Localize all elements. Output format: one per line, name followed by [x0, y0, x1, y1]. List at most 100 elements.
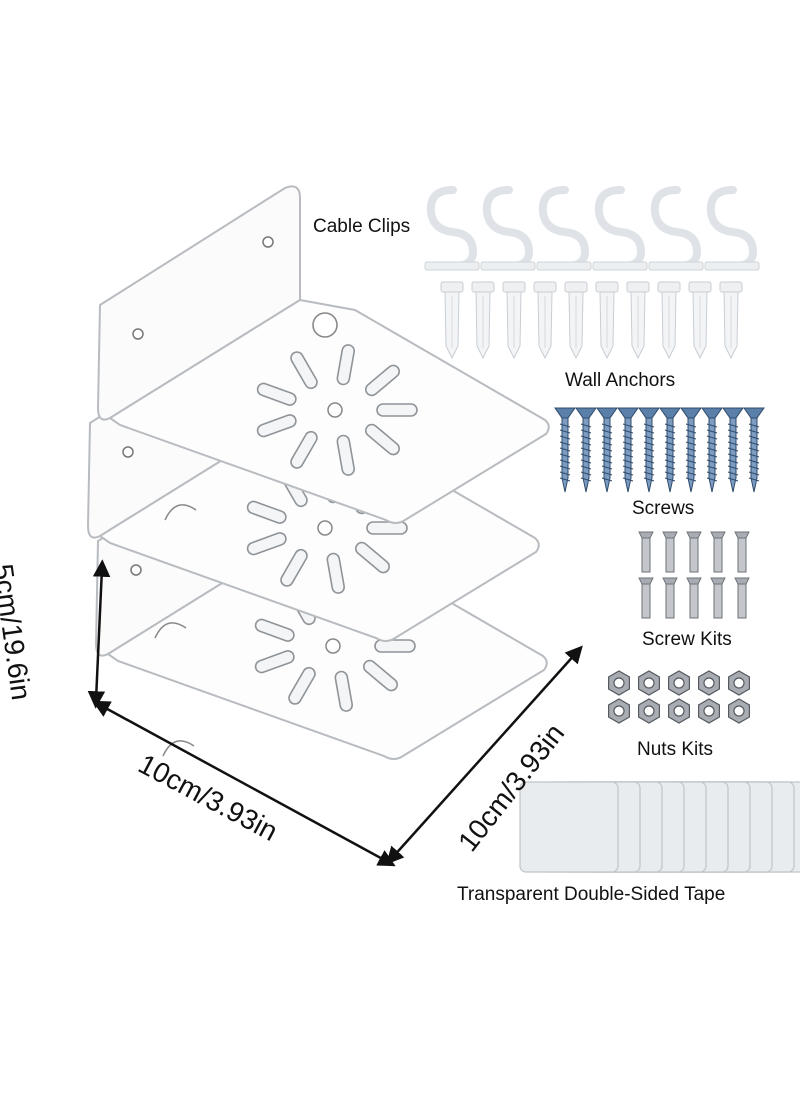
mounting-slot	[376, 403, 418, 417]
cable-clip	[648, 186, 704, 271]
screw-head	[596, 407, 618, 419]
keyhole-notch	[164, 504, 197, 521]
mounting-slot	[246, 500, 287, 524]
nut-hole	[613, 705, 625, 717]
anchor-head	[688, 281, 712, 293]
keyhole-notch	[154, 622, 187, 639]
width-arrow	[92, 700, 396, 867]
bolt-shank	[713, 537, 723, 573]
wall-anchor	[595, 281, 619, 360]
wall-anchor	[688, 281, 712, 360]
screw-head	[680, 407, 702, 419]
cable-clip	[424, 186, 480, 271]
wall-anchor	[626, 281, 650, 360]
bolt-shank	[689, 537, 699, 573]
mounting-hole	[132, 328, 144, 340]
label-screw-kits: Screw Kits	[642, 629, 732, 650]
bolt-shank	[737, 537, 747, 573]
center-hole	[325, 638, 341, 654]
anchor-head	[626, 281, 650, 293]
wall-anchor	[564, 281, 588, 360]
anchor-head	[533, 281, 557, 293]
mounting-hole	[262, 236, 274, 248]
bolt-head	[686, 577, 702, 585]
cable-clip	[592, 186, 648, 271]
wood-screw	[743, 407, 765, 493]
cable-clip	[480, 186, 536, 271]
clip-base	[648, 261, 704, 271]
bolt-head	[662, 531, 678, 539]
wood-screw	[596, 407, 618, 493]
screw-head	[575, 407, 597, 419]
wall-anchor	[471, 281, 495, 360]
mounting-slot	[254, 650, 295, 674]
bolt-head	[662, 577, 678, 585]
anchor-head	[595, 281, 619, 293]
bolt-shank	[665, 583, 675, 619]
bolt-head	[734, 577, 750, 585]
bolt-shank	[665, 537, 675, 573]
machine-screw	[662, 577, 678, 619]
mounting-slot	[364, 364, 401, 397]
bolt-shank	[641, 583, 651, 619]
mounting-slot	[246, 532, 287, 556]
label-wall-anchors: Wall Anchors	[565, 370, 676, 391]
bolt-shank	[689, 583, 699, 619]
mounting-slot	[256, 382, 297, 406]
nut-hole	[643, 677, 655, 689]
clip-base	[592, 261, 648, 271]
bolt-shank	[737, 583, 747, 619]
wood-screw	[722, 407, 744, 493]
anchor-head	[719, 281, 743, 293]
clip-base	[424, 261, 480, 271]
wood-screw	[701, 407, 723, 493]
screw-head	[701, 407, 723, 419]
mounting-hole	[130, 564, 142, 576]
cable-clip	[536, 186, 592, 271]
machine-screw	[662, 531, 678, 573]
wood-screw	[575, 407, 597, 493]
anchor-head	[564, 281, 588, 293]
machine-screw	[638, 577, 654, 619]
mounting-slot	[280, 548, 308, 587]
mounting-slot	[290, 351, 318, 390]
anchor-head	[502, 281, 526, 293]
label-screws: Screws	[632, 498, 695, 519]
cable-clip	[704, 186, 760, 271]
anchor-head	[440, 281, 464, 293]
wall-anchor	[502, 281, 526, 360]
clip-hook	[538, 186, 590, 270]
clip-hook	[594, 186, 646, 270]
nuts-set	[607, 670, 751, 724]
clip-hook	[650, 186, 702, 270]
nut-hole	[673, 677, 685, 689]
label-nuts-kits: Nuts Kits	[637, 739, 714, 760]
machine-screw	[734, 577, 750, 619]
clip-hook	[482, 186, 534, 270]
mounting-hole	[122, 446, 134, 458]
machine-screw	[734, 531, 750, 573]
acrylic-shelf	[96, 185, 550, 524]
label-cable-clips: Cable Clips	[313, 216, 411, 237]
screw-head	[617, 407, 639, 419]
height-arrow	[87, 559, 111, 709]
mounting-slot	[374, 639, 416, 653]
mounting-slot	[366, 521, 408, 535]
machine-screw	[710, 531, 726, 573]
machine-screw	[638, 531, 654, 573]
screw-head	[743, 407, 765, 419]
nut-hole	[703, 677, 715, 689]
screw-head	[554, 407, 576, 419]
bolt-head	[734, 531, 750, 539]
bolt-shank	[641, 537, 651, 573]
wood-screw	[554, 407, 576, 493]
nut-hole	[733, 677, 745, 689]
mounting-slot	[290, 430, 318, 469]
mounting-slot	[326, 552, 345, 594]
bolt-head	[710, 577, 726, 585]
wall-anchors-set	[440, 281, 743, 360]
wood-screw	[659, 407, 681, 493]
mounting-slot	[254, 618, 295, 642]
acrylic-shelf-stack	[86, 185, 550, 760]
